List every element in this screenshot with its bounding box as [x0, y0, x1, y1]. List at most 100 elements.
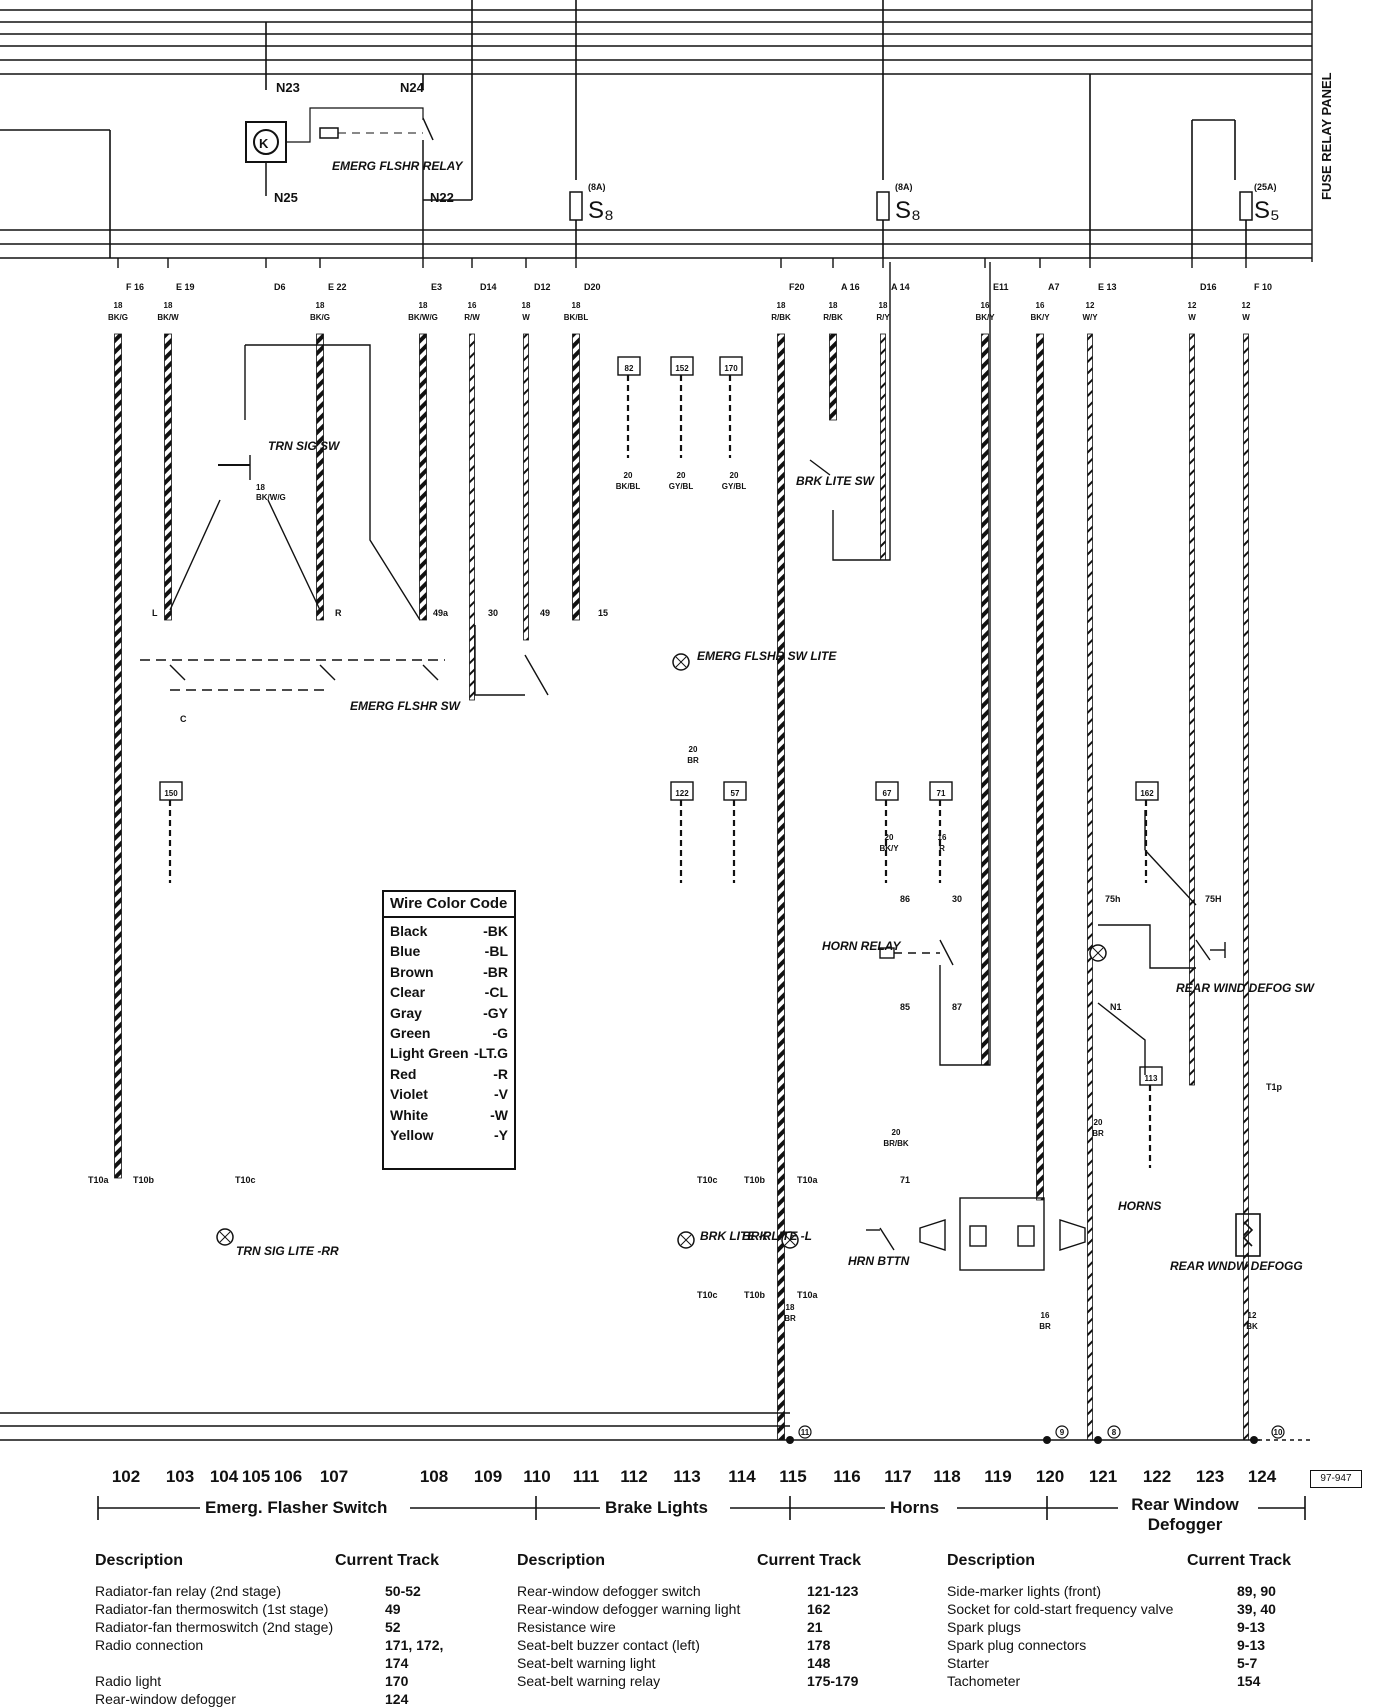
- reference-number: 67: [883, 789, 892, 798]
- table-row: Seat-belt warning relay 175-179: [517, 1672, 897, 1690]
- connector-label: T1p: [1266, 1082, 1283, 1092]
- legend-row: Green-G: [390, 1023, 508, 1043]
- emerg-lite-label: EMERG FLSHR SW LITE: [697, 649, 837, 663]
- terminal-gauge: 18: [164, 301, 173, 310]
- terminal-color: BK/G: [310, 313, 330, 322]
- terminal-pin: E 19: [176, 282, 195, 292]
- terminal-color: W: [1242, 313, 1250, 322]
- track-number: 113: [673, 1467, 700, 1486]
- wire-gauge-label: 16: [938, 833, 947, 842]
- relay-terminal: 86: [900, 894, 910, 904]
- terminal-color: W: [1188, 313, 1196, 322]
- legend-color-name: Black: [390, 923, 428, 939]
- reference-number: 122: [675, 789, 689, 798]
- ground-junction: [1250, 1436, 1258, 1444]
- wire-color-label: BK: [1246, 1322, 1258, 1331]
- ground-point-number: 10: [1274, 1428, 1283, 1437]
- terminal-gauge: 18: [572, 301, 581, 310]
- part-number: 97-947: [1310, 1470, 1362, 1488]
- connector-label: T10a: [797, 1290, 819, 1300]
- table-header-description: Description: [517, 1552, 606, 1569]
- table-cell-track: 171, 172, 174: [385, 1637, 444, 1671]
- pin-n24: N24: [400, 80, 425, 95]
- terminal-pin: A7: [1048, 282, 1060, 292]
- table-cell-description: Seat-belt warning relay: [517, 1673, 661, 1689]
- wire-gauge-label: 20: [730, 471, 739, 480]
- table-cell-track: 50-52: [385, 1583, 421, 1599]
- connector-label: T10c: [697, 1175, 718, 1185]
- section-horns: Horns: [890, 1498, 939, 1517]
- terminal-color: BK/Y: [1030, 313, 1050, 322]
- table-cell-description: Tachometer: [947, 1673, 1021, 1689]
- legend-color-name: Yellow: [390, 1127, 434, 1144]
- table-cell-description: Rear-window defogger warning light: [517, 1601, 741, 1617]
- legend-color-code: -W: [490, 1106, 508, 1123]
- table-cell-description: Rear-window defogger: [95, 1691, 236, 1707]
- track-number: 118: [933, 1467, 960, 1486]
- horn-button: [866, 1227, 895, 1251]
- fuse-3-name: S₅: [1254, 197, 1280, 224]
- terminal-pin: E 13: [1098, 282, 1117, 292]
- ground-point: [1271, 1425, 1285, 1439]
- section-brake: Brake Lights: [605, 1498, 708, 1517]
- legend-row: Clear-CL: [390, 982, 508, 1002]
- wire-color-label: GY/BL: [722, 482, 747, 491]
- table-cell-track: 175-179: [807, 1673, 859, 1689]
- ground-point-number: 9: [1060, 1428, 1065, 1437]
- terminal-gauge: 18: [522, 301, 531, 310]
- ground-point: [798, 1425, 812, 1439]
- horn-relay-label: HORN RELAY: [822, 939, 901, 953]
- legend-color-name: Light Green: [390, 1045, 469, 1062]
- table-cell-track: 178: [807, 1637, 831, 1653]
- emerg-sw-label: EMERG FLSHR SW: [350, 699, 462, 713]
- ground-point-number: 8: [1112, 1428, 1117, 1437]
- terminal-pin: D12: [534, 282, 551, 292]
- rear-defogg-label: REAR WNDW DEFOGG: [1170, 1259, 1303, 1273]
- pin-n25: N25: [274, 190, 298, 205]
- track-number: 106: [274, 1467, 302, 1486]
- trn-sig-lite: [216, 1228, 234, 1246]
- ground-junction: [1094, 1436, 1102, 1444]
- wire-color-label: R: [939, 844, 945, 853]
- terminal-gauge: 12: [1086, 301, 1095, 310]
- wire-run: [981, 333, 989, 1066]
- relay-label: EMERG FLSHR RELAY: [332, 159, 463, 173]
- table-cell-description: Seat-belt buzzer contact (left): [517, 1637, 700, 1653]
- legend-row: White-W: [390, 1105, 508, 1125]
- terminal-color: W: [522, 313, 530, 322]
- wire-run: [1243, 333, 1249, 1441]
- table-header-description: Description: [947, 1552, 1036, 1569]
- terminal-gauge: 16: [981, 301, 990, 310]
- wire-gauge-label: 18: [256, 483, 265, 492]
- reference-number: 150: [164, 789, 178, 798]
- connector-label: T10a: [88, 1175, 110, 1185]
- wire-color-label: BR: [1092, 1129, 1104, 1138]
- ground-point-number: 11: [801, 1428, 810, 1437]
- brk-lite-sw-label: BRK LITE SW: [796, 474, 876, 488]
- legend-color-name: Clear: [390, 984, 426, 1001]
- fuse-2-rating: (8A): [895, 182, 913, 192]
- wire-gauge-label: 16: [1041, 1311, 1050, 1320]
- reference-number: 113: [1145, 1074, 1158, 1083]
- terminal-color: BK/Y: [975, 313, 995, 322]
- switch-terminal: 15: [598, 608, 608, 618]
- wire-run: [880, 333, 886, 561]
- table-row: Radiator-fan relay (2nd stage)50-52: [95, 1582, 465, 1600]
- relay-terminal: 85: [900, 1002, 910, 1012]
- connector-label: T10b: [133, 1175, 155, 1185]
- wire-run: [1036, 333, 1044, 1201]
- terminal-color: BK/BL: [564, 313, 589, 322]
- legend-color-code: -GY: [483, 1004, 508, 1021]
- trn-sig-sw-label: TRN SIG SW: [268, 439, 341, 453]
- horn-relay: [879, 262, 991, 1066]
- track-number: 110: [523, 1467, 550, 1486]
- table-cell-track: 5-7: [1237, 1655, 1258, 1671]
- legend-color-name: Violet: [390, 1086, 428, 1103]
